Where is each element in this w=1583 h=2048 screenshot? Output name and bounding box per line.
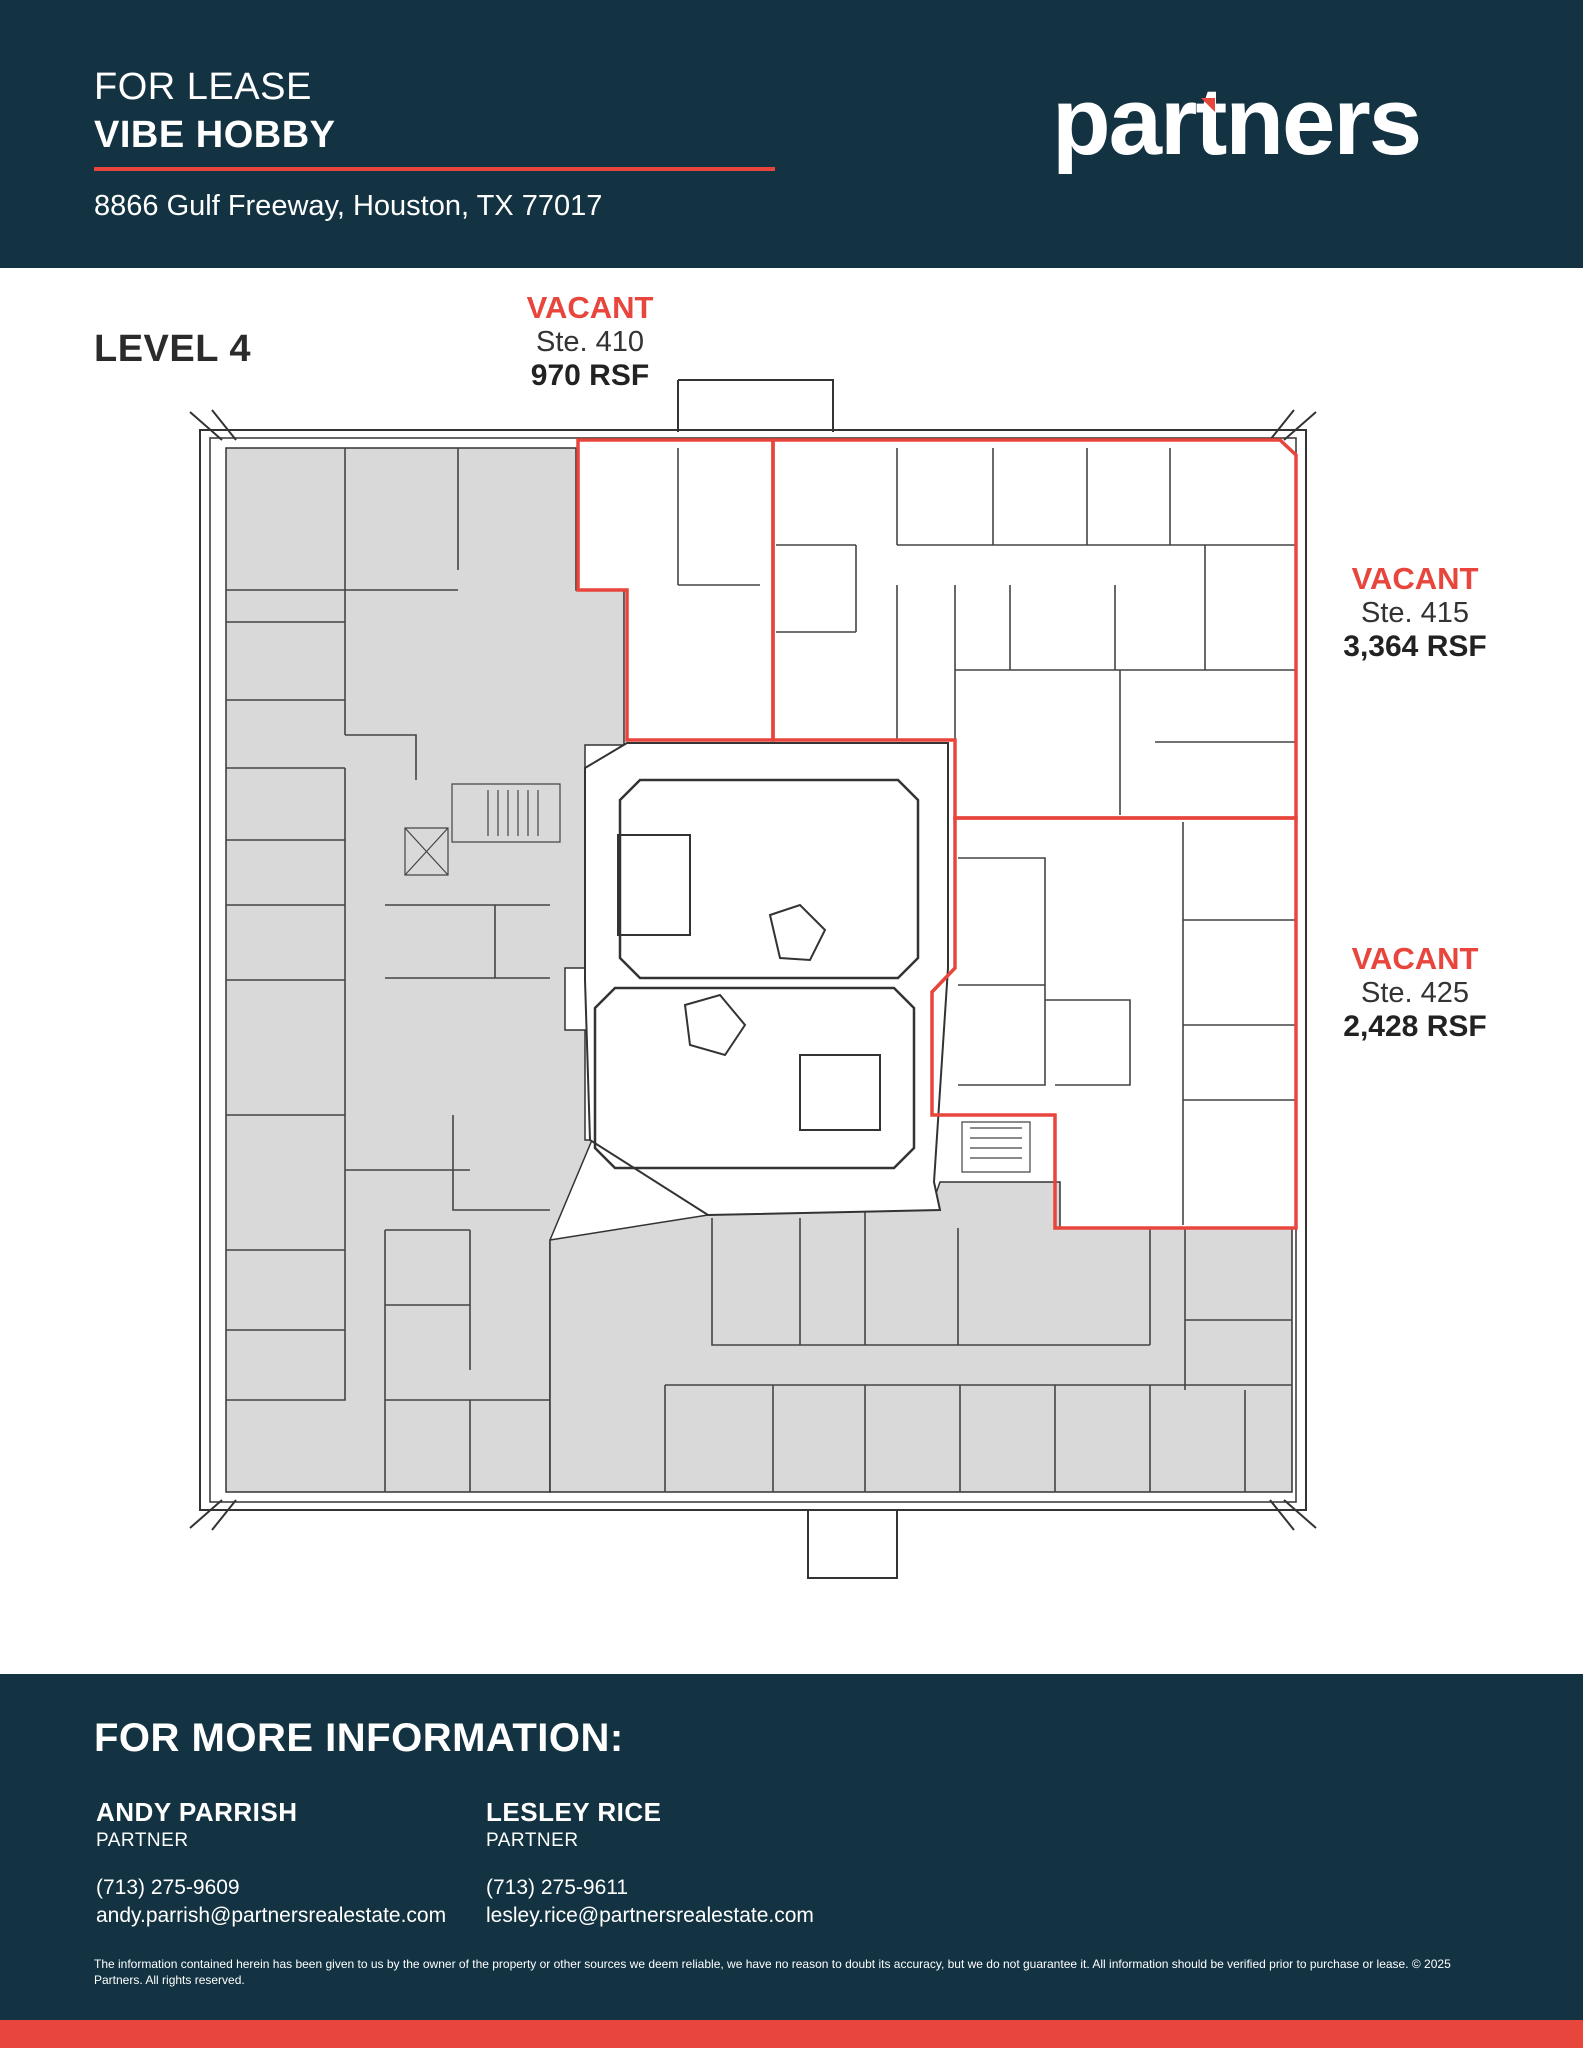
more-info-title: FOR MORE INFORMATION: — [94, 1716, 624, 1760]
contact-andy-parrish: ANDY PARRISH PARTNER (713) 275-9609 andy… — [96, 1797, 446, 1928]
level-label: LEVEL 4 — [94, 328, 251, 370]
suite-425-callout: VACANT Ste. 425 2,428 RSF — [1325, 941, 1505, 1044]
property-address: 8866 Gulf Freeway, Houston, TX 77017 — [94, 190, 603, 222]
partners-logo: partners — [1052, 68, 1422, 175]
suite-415-status: VACANT — [1351, 561, 1479, 596]
header-divider — [94, 167, 775, 171]
suite-425-status: VACANT — [1351, 941, 1479, 976]
west-wing-walls — [226, 448, 550, 1492]
stairs — [404, 783, 1031, 1173]
contact-role: PARTNER — [486, 1830, 579, 1851]
suite-425-number: Ste. 425 — [1360, 976, 1470, 1009]
lease-label: FOR LEASE — [94, 66, 312, 108]
suite-415-number: Ste. 415 — [1360, 596, 1470, 629]
contact-email[interactable]: andy.parrish@partnersrealestate.com — [96, 1904, 447, 1927]
suite-410-size: 970 RSF — [530, 358, 650, 392]
suite-415-size: 3,364 RSF — [1343, 629, 1487, 663]
suite-410-callout: VACANT Ste. 410 970 RSF — [500, 290, 680, 393]
occupied-areas — [225, 447, 1293, 1493]
vacant-suite-boundaries — [576, 438, 1298, 1230]
suite-425-size: 2,428 RSF — [1343, 1009, 1487, 1043]
building-shell — [189, 379, 1317, 1579]
suite-410-number: Ste. 410 — [535, 325, 645, 358]
floor-plan — [189, 379, 1317, 1579]
suite-415-callout: VACANT Ste. 415 3,364 RSF — [1325, 561, 1505, 664]
suite-425-outline — [930, 816, 1298, 1230]
property-name: VIBE HOBBY — [94, 114, 336, 156]
suite-410-status: VACANT — [526, 290, 654, 325]
contact-name: ANDY PARRISH — [96, 1797, 298, 1827]
vacant-suite-walls — [677, 448, 1296, 1225]
central-core — [584, 742, 949, 1217]
contact-lesley-rice: LESLEY RICE PARTNER (713) 275-9611 lesle… — [486, 1797, 814, 1928]
footer-banner — [0, 1674, 1583, 2020]
logo-accent-mark — [1201, 98, 1215, 112]
legal-disclaimer: The information contained herein has bee… — [94, 1957, 1451, 1988]
contact-email[interactable]: lesley.rice@partnersrealestate.com — [486, 1904, 814, 1927]
contact-phone[interactable]: (713) 275-9609 — [96, 1876, 240, 1899]
south-wing-walls — [664, 1212, 1292, 1492]
footer-accent-bar — [0, 2020, 1583, 2048]
contact-name: LESLEY RICE — [486, 1797, 662, 1827]
header-banner: FOR LEASE VIBE HOBBY 8866 Gulf Freeway, … — [0, 0, 1583, 268]
contact-phone[interactable]: (713) 275-9611 — [486, 1876, 629, 1899]
contact-role: PARTNER — [96, 1830, 189, 1851]
